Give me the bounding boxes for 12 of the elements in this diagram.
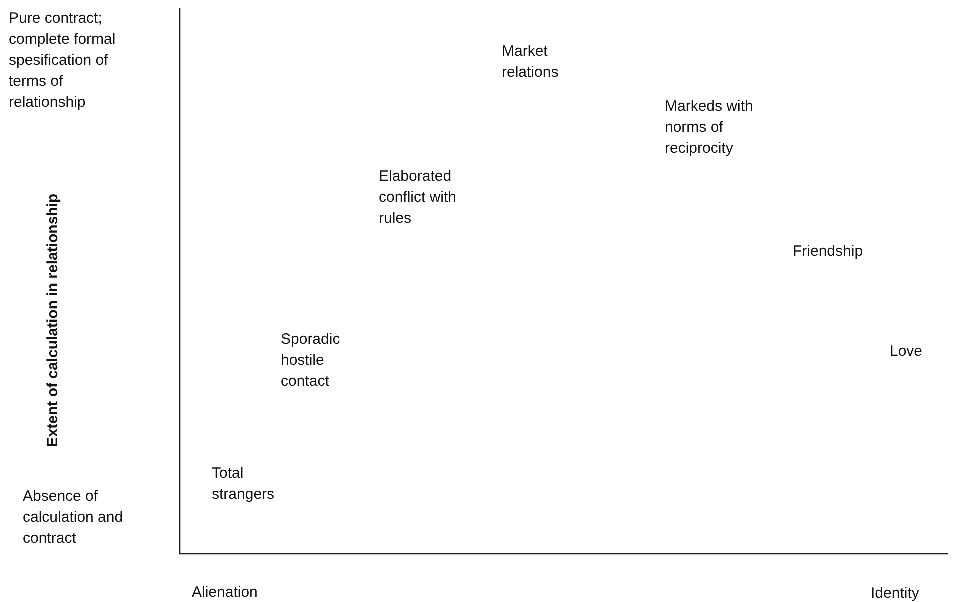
axis-label: Markeds with norms of reciprocity: [665, 97, 754, 159]
axis-label: Market relations: [502, 42, 560, 83]
axis-label: Friendship: [793, 242, 864, 262]
axis-label: Absence of calculation and contract: [23, 487, 124, 549]
axis-label: Identity: [871, 584, 920, 602]
axis-label: Total strangers: [212, 464, 276, 505]
axis-label: Alienation: [192, 583, 259, 602]
axis-title: Extent of calculation in relationship: [44, 192, 62, 450]
axis-label: Sporadic hostile contact: [281, 330, 342, 392]
axis-label: Pure contract; complete formal spesification of terms of relationship: [9, 9, 117, 113]
axis-label: Love: [890, 342, 924, 362]
axis-label: Elaborated conflict with rules: [379, 167, 458, 229]
